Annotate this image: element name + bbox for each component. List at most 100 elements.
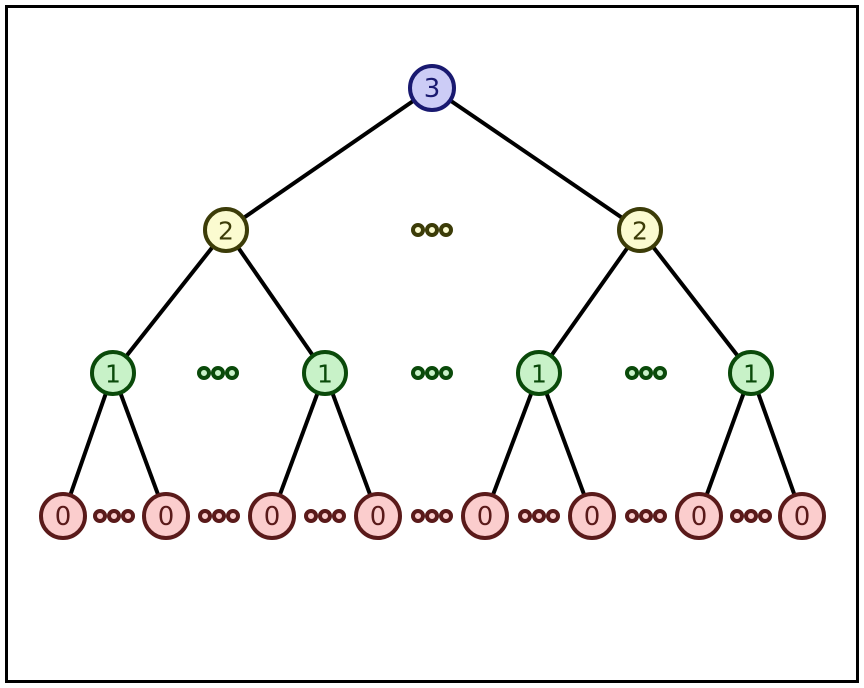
tree-node-2[interactable]: 2 xyxy=(617,207,663,253)
ellipsis-dot xyxy=(93,509,107,523)
node-label: 0 xyxy=(370,502,387,532)
tree-edge xyxy=(111,228,228,375)
ellipsis-dot xyxy=(653,366,667,380)
tree-edge xyxy=(537,372,594,517)
node-label: 1 xyxy=(317,360,333,389)
ellipsis-dot xyxy=(546,509,560,523)
ellipsis-dot xyxy=(639,509,653,523)
tree-node-1[interactable]: 1 xyxy=(516,350,562,396)
ellipsis-leaf-1 xyxy=(93,509,135,523)
tree-nodes-layer: 3 2 2 1 1 1 1 0 0 0 0 0 0 0 0 xyxy=(39,64,826,540)
ellipsis-leaf-4 xyxy=(411,509,453,523)
node-circle xyxy=(39,492,87,540)
tree-node-3[interactable]: 3 xyxy=(408,64,456,112)
tree-node-0[interactable]: 0 xyxy=(354,492,402,540)
ellipsis-leaf-7 xyxy=(730,509,772,523)
ellipsis-dot xyxy=(411,223,425,237)
node-circle xyxy=(778,492,826,540)
node-label: 3 xyxy=(424,74,441,104)
tree-node-0[interactable]: 0 xyxy=(461,492,509,540)
node-label: 0 xyxy=(477,502,494,532)
diagram-border-frame xyxy=(5,5,859,683)
ellipsis-dot xyxy=(226,509,240,523)
tree-edges-layer xyxy=(61,86,804,517)
ellipsis-dot xyxy=(411,509,425,523)
tree-edge xyxy=(224,228,327,375)
ellipsis-dot xyxy=(439,509,453,523)
ellipsis-dot xyxy=(425,366,439,380)
node-label: 0 xyxy=(794,502,811,532)
ellipsis-dot xyxy=(758,509,772,523)
tree-node-2[interactable]: 2 xyxy=(203,207,249,253)
ellipsis-level-2 xyxy=(411,223,453,237)
node-circle xyxy=(516,350,562,396)
tree-node-0[interactable]: 0 xyxy=(568,492,616,540)
node-circle xyxy=(354,492,402,540)
ellipsis-level-1-a xyxy=(197,366,239,380)
ellipsis-dot xyxy=(197,366,211,380)
ellipsis-dot xyxy=(332,509,346,523)
tree-node-0[interactable]: 0 xyxy=(142,492,190,540)
node-label: 0 xyxy=(264,502,281,532)
tree-edge xyxy=(323,372,380,517)
tree-edge xyxy=(430,86,642,232)
ellipsis-dot xyxy=(212,509,226,523)
tree-ellipsis-layer xyxy=(93,223,772,523)
tree-node-1[interactable]: 1 xyxy=(302,350,348,396)
node-label: 0 xyxy=(584,502,601,532)
node-label: 1 xyxy=(531,360,547,389)
ellipsis-leaf-3 xyxy=(304,509,346,523)
ellipsis-dot xyxy=(198,509,212,523)
ellipsis-dot xyxy=(318,509,332,523)
tree-edge xyxy=(224,86,434,232)
node-circle xyxy=(568,492,616,540)
node-label: 0 xyxy=(55,502,72,532)
node-circle xyxy=(90,350,136,396)
ellipsis-dot xyxy=(411,366,425,380)
ellipsis-dot xyxy=(730,509,744,523)
ellipsis-dot xyxy=(653,509,667,523)
node-label: 0 xyxy=(158,502,175,532)
ellipsis-leaf-5 xyxy=(518,509,560,523)
tree-edge xyxy=(483,372,541,517)
node-circle xyxy=(728,350,774,396)
tree-node-0[interactable]: 0 xyxy=(778,492,826,540)
tree-edge xyxy=(749,372,804,517)
node-circle xyxy=(461,492,509,540)
tree-node-1[interactable]: 1 xyxy=(90,350,136,396)
tree-node-0[interactable]: 0 xyxy=(248,492,296,540)
ellipsis-level-1-c xyxy=(625,366,667,380)
tree-node-0[interactable]: 0 xyxy=(39,492,87,540)
tree-edge xyxy=(111,372,168,517)
node-label: 2 xyxy=(218,217,234,246)
tree-node-0[interactable]: 0 xyxy=(675,492,723,540)
node-circle xyxy=(142,492,190,540)
ellipsis-dot xyxy=(625,366,639,380)
ellipsis-dot xyxy=(107,509,121,523)
ellipsis-dot xyxy=(439,223,453,237)
ellipsis-dot xyxy=(625,509,639,523)
tree-node-1[interactable]: 1 xyxy=(728,350,774,396)
ellipsis-dot xyxy=(744,509,758,523)
tree-edge xyxy=(638,228,753,375)
ellipsis-dot xyxy=(121,509,135,523)
ellipsis-dot xyxy=(439,366,453,380)
ellipsis-dot xyxy=(425,223,439,237)
ellipsis-leaf-6 xyxy=(625,509,667,523)
tree-edge xyxy=(61,372,115,517)
node-circle xyxy=(302,350,348,396)
tree-edge xyxy=(537,228,642,375)
node-circle xyxy=(408,64,456,112)
node-circle xyxy=(675,492,723,540)
ellipsis-dot xyxy=(532,509,546,523)
tree-edge xyxy=(697,372,753,517)
node-circle xyxy=(203,207,249,253)
node-circle xyxy=(617,207,663,253)
ellipsis-dot xyxy=(639,366,653,380)
node-label: 1 xyxy=(743,360,759,389)
ellipsis-dot xyxy=(211,366,225,380)
ellipsis-leaf-2 xyxy=(198,509,240,523)
node-label: 2 xyxy=(632,217,648,246)
